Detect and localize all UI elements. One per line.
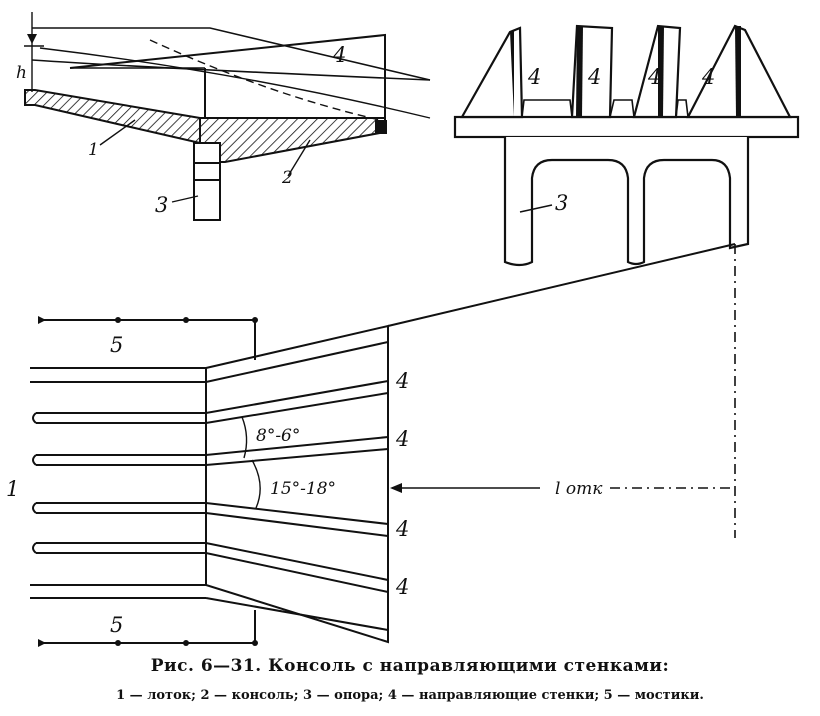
front-label-wall-4: 4 (701, 65, 715, 89)
front-label-wall-3: 4 (647, 65, 661, 89)
side-pier (193, 142, 221, 221)
top-bridge (38, 319, 256, 360)
plan-label-wall-4: 4 (395, 575, 409, 599)
plan-label-distance: l отк (555, 479, 603, 499)
front-label-wall-2: 4 (587, 65, 601, 89)
plan-label-wall-3: 4 (395, 517, 409, 541)
side-label-pier: 3 (155, 193, 168, 217)
plan-label-wall-1: 4 (395, 369, 409, 393)
front-wall-1 (460, 26, 524, 119)
angle-arc-small (241, 416, 248, 459)
front-pier (503, 137, 750, 267)
side-label-console: 2 (281, 168, 293, 188)
water-line-upper (32, 27, 431, 81)
bottom-bridge (38, 610, 256, 644)
angle-label-small: 8°-6° (256, 426, 300, 446)
plan-label-bridge-top: 5 (110, 333, 123, 357)
guide-wall-3 (32, 502, 389, 537)
figure-caption-title: Рис. 6—31. Консоль с направляющими стенк… (150, 656, 670, 676)
front-label-pier: 3 (555, 191, 568, 215)
side-label-wall: 4 (332, 43, 346, 67)
dashed-trajectory (149, 39, 381, 121)
projection-line (387, 243, 736, 327)
guide-wall-1 (32, 380, 389, 424)
guide-wall-2 (32, 436, 389, 466)
plan-label-bridge-bottom: 5 (110, 613, 123, 637)
angle-arc-large (251, 459, 261, 509)
console-slab (199, 117, 386, 163)
front-label-wall-1: 4 (527, 65, 541, 89)
jet-line (39, 47, 431, 119)
guide-wall-4 (32, 542, 389, 593)
side-label-chute: 1 (88, 140, 99, 160)
plan-label-wall-2: 4 (395, 427, 409, 451)
plan-view (30, 316, 735, 647)
side-label-h: h (16, 63, 27, 83)
figure-caption-legend: 1 — лоток; 2 — консоль; 3 — опора; 4 — н… (116, 688, 704, 703)
front-deck (453, 115, 800, 139)
plan-label-chute: 1 (6, 477, 19, 501)
front-view (453, 24, 800, 267)
chute-slab (24, 89, 201, 145)
angle-label-large: 15°-18° (270, 479, 336, 499)
side-view (24, 12, 431, 221)
